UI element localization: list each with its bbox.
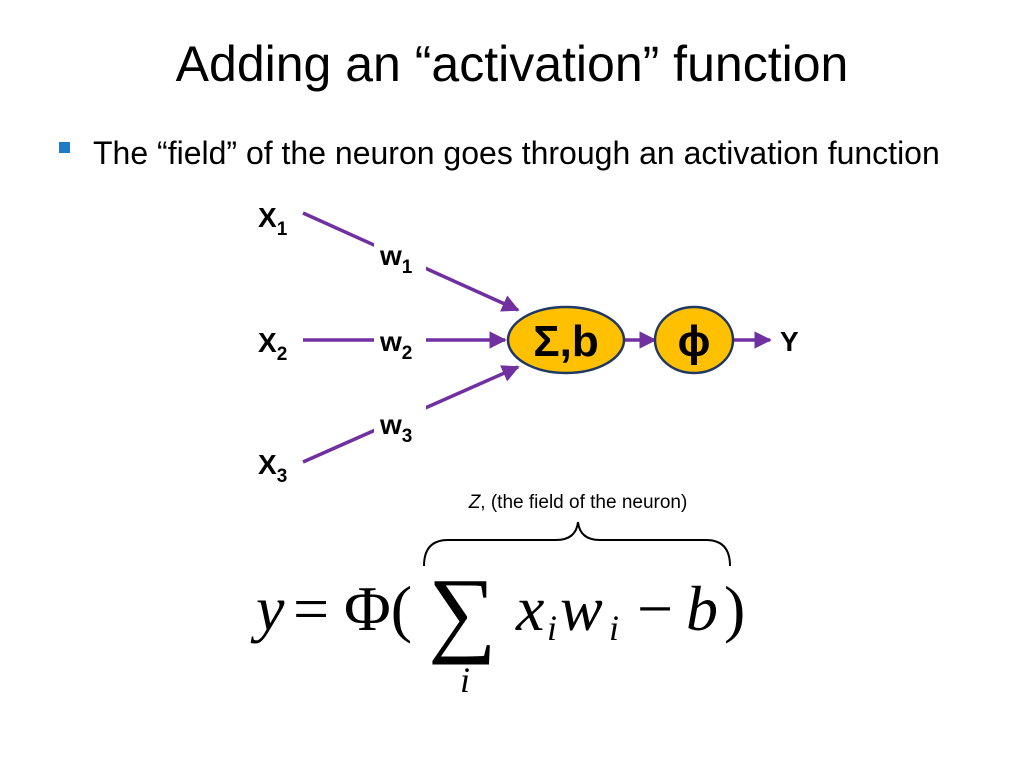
eq-close-paren: ) — [724, 573, 745, 644]
eq-x-sub: i — [547, 608, 557, 648]
brace-label: Z, (the field of the neuron) — [468, 492, 688, 513]
input-x2: X2 — [258, 327, 287, 365]
activation-node-label: ϕ — [678, 317, 711, 366]
bullet-text: The “field” of the neuron goes through a… — [93, 135, 940, 171]
sum-node-label: Σ,b — [533, 317, 599, 366]
weight-w2: w2 — [379, 326, 412, 364]
weight-w1: w1 — [379, 240, 413, 278]
brace-shape — [423, 521, 731, 567]
activation-node — [653, 305, 735, 375]
input-x3: X3 — [258, 449, 287, 487]
eq-phi: Φ( — [344, 573, 412, 644]
eq-equals: = — [293, 573, 329, 644]
eq-w: w — [560, 573, 603, 644]
square-bullet-icon — [59, 142, 70, 153]
weight-w3: w3 — [379, 409, 412, 447]
eq-sum: ∑ — [428, 558, 496, 665]
eq-minus: − — [637, 573, 673, 644]
eq-x: x — [515, 573, 544, 644]
eq-y: y — [250, 573, 285, 644]
sum-node — [506, 305, 626, 375]
eq-b: b — [686, 573, 718, 644]
eq-w-sub: i — [609, 608, 619, 648]
slide-title: Adding an “activation” function — [175, 36, 849, 92]
output-y: Y — [780, 326, 799, 357]
bullet-item: The “field” of the neuron goes through a… — [55, 130, 955, 176]
input-x1: X1 — [258, 202, 288, 240]
bullet-list: The “field” of the neuron goes through a… — [55, 130, 955, 176]
eq-sum-index: i — [460, 660, 470, 700]
